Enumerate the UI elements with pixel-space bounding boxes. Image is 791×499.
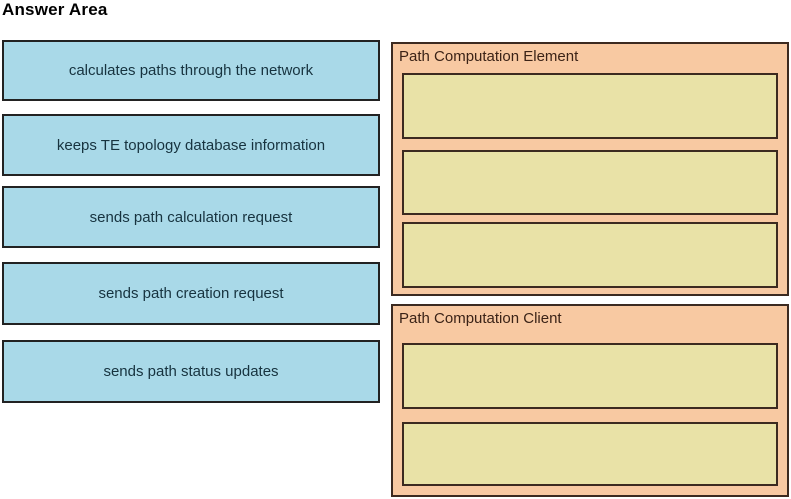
drop-slot-pcc-1[interactable] xyxy=(402,343,778,409)
drag-option-path-status-updates[interactable]: sends path status updates xyxy=(2,340,380,403)
drop-slot-pce-3[interactable] xyxy=(402,222,778,288)
drag-option-label: calculates paths through the network xyxy=(68,62,314,79)
drag-option-calculates-paths[interactable]: calculates paths through the network xyxy=(2,40,380,101)
drag-option-label: sends path status updates xyxy=(103,363,279,380)
drop-group-title: Path Computation Element xyxy=(399,48,579,65)
drop-group-path-computation-client: Path Computation Client xyxy=(391,304,789,497)
page-title: Answer Area xyxy=(2,0,108,19)
drop-group-path-computation-element: Path Computation Element xyxy=(391,42,789,296)
drop-slot-pcc-2[interactable] xyxy=(402,422,778,486)
drag-option-path-creation-request[interactable]: sends path creation request xyxy=(2,262,380,325)
drag-option-path-calculation-request[interactable]: sends path calculation request xyxy=(2,186,380,248)
drag-option-label: sends path creation request xyxy=(98,285,284,302)
drop-group-title: Path Computation Client xyxy=(399,310,562,327)
drag-option-label: sends path calculation request xyxy=(89,208,293,226)
drag-option-label: keeps TE topology database information xyxy=(56,136,326,154)
drop-slot-pce-2[interactable] xyxy=(402,150,778,215)
drag-option-keeps-te-topology[interactable]: keeps TE topology database information xyxy=(2,114,380,176)
drop-slot-pce-1[interactable] xyxy=(402,73,778,139)
